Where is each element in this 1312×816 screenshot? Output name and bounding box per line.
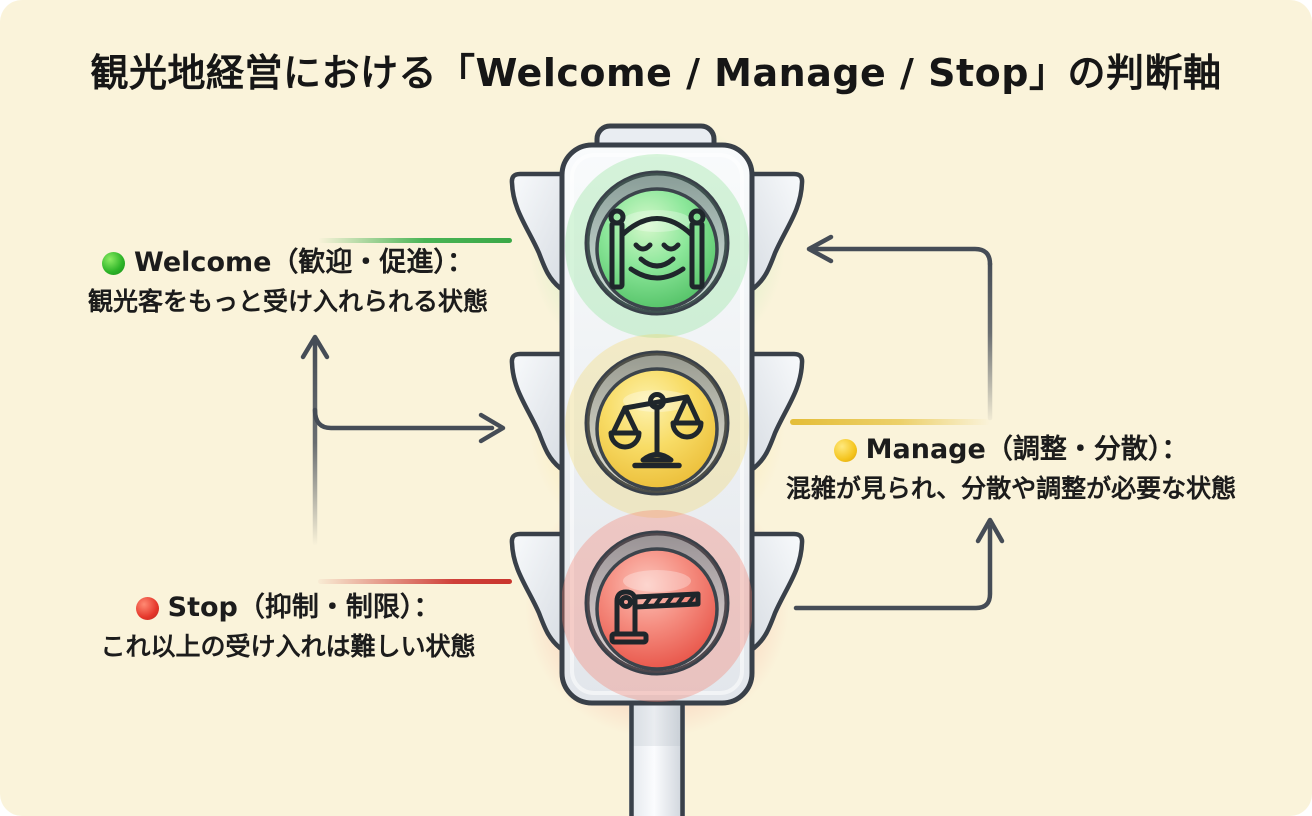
manage-underline: [790, 419, 990, 425]
welcome-description: 観光客をもっと受け入れられる状態: [87, 287, 488, 316]
stop-underline: [318, 579, 512, 584]
manage-heading: Manage（調整・分散）：: [865, 434, 1189, 465]
welcome-label-block: Welcome（歓迎・促進）： 観光客をもっと受け入れられる状態: [62, 246, 514, 318]
arrow-red-to-manage: [793, 517, 1005, 611]
manage-heading-line: Manage（調整・分散）：: [775, 433, 1247, 467]
red-light: [584, 530, 730, 676]
arrow-left-into-light: [312, 407, 506, 444]
green-circle-icon: [102, 251, 126, 275]
traffic-light-pole: [629, 698, 685, 816]
welcome-underline: [318, 238, 512, 243]
page-title: 観光地経営における「Welcome / Manage / Stop」の判断軸: [90, 51, 1222, 95]
manage-description: 混雑が見られ、分散や調整が必要な状態: [785, 474, 1237, 503]
yellow-light: [584, 350, 730, 496]
balance-scale-icon: [608, 392, 704, 469]
red-circle-icon: [135, 596, 159, 620]
yellow-circle-icon: [833, 438, 857, 462]
barrier-gate-icon: [609, 589, 701, 645]
manage-label-block: Manage（調整・分散）： 混雑が見られ、分散や調整が必要な状態: [775, 433, 1247, 505]
welcome-heading-line: Welcome（歓迎・促進）：: [62, 246, 514, 280]
stop-description: これ以上の受け入れは難しい状態: [100, 632, 476, 661]
green-light: [584, 170, 730, 316]
flow-arrows: [300, 234, 1005, 611]
stop-heading: Stop（抑制・制限）：: [167, 592, 441, 623]
arrow-stop-to-welcome: [300, 334, 330, 546]
arrow-manage-to-green: [806, 234, 993, 421]
welcome-gate-smiley-icon: [608, 208, 706, 290]
stop-label-block: Stop（抑制・制限）： これ以上の受け入れは難しい状態: [62, 591, 514, 663]
stop-heading-line: Stop（抑制・制限）：: [62, 591, 514, 625]
welcome-heading: Welcome（歓迎・促進）：: [134, 247, 474, 278]
